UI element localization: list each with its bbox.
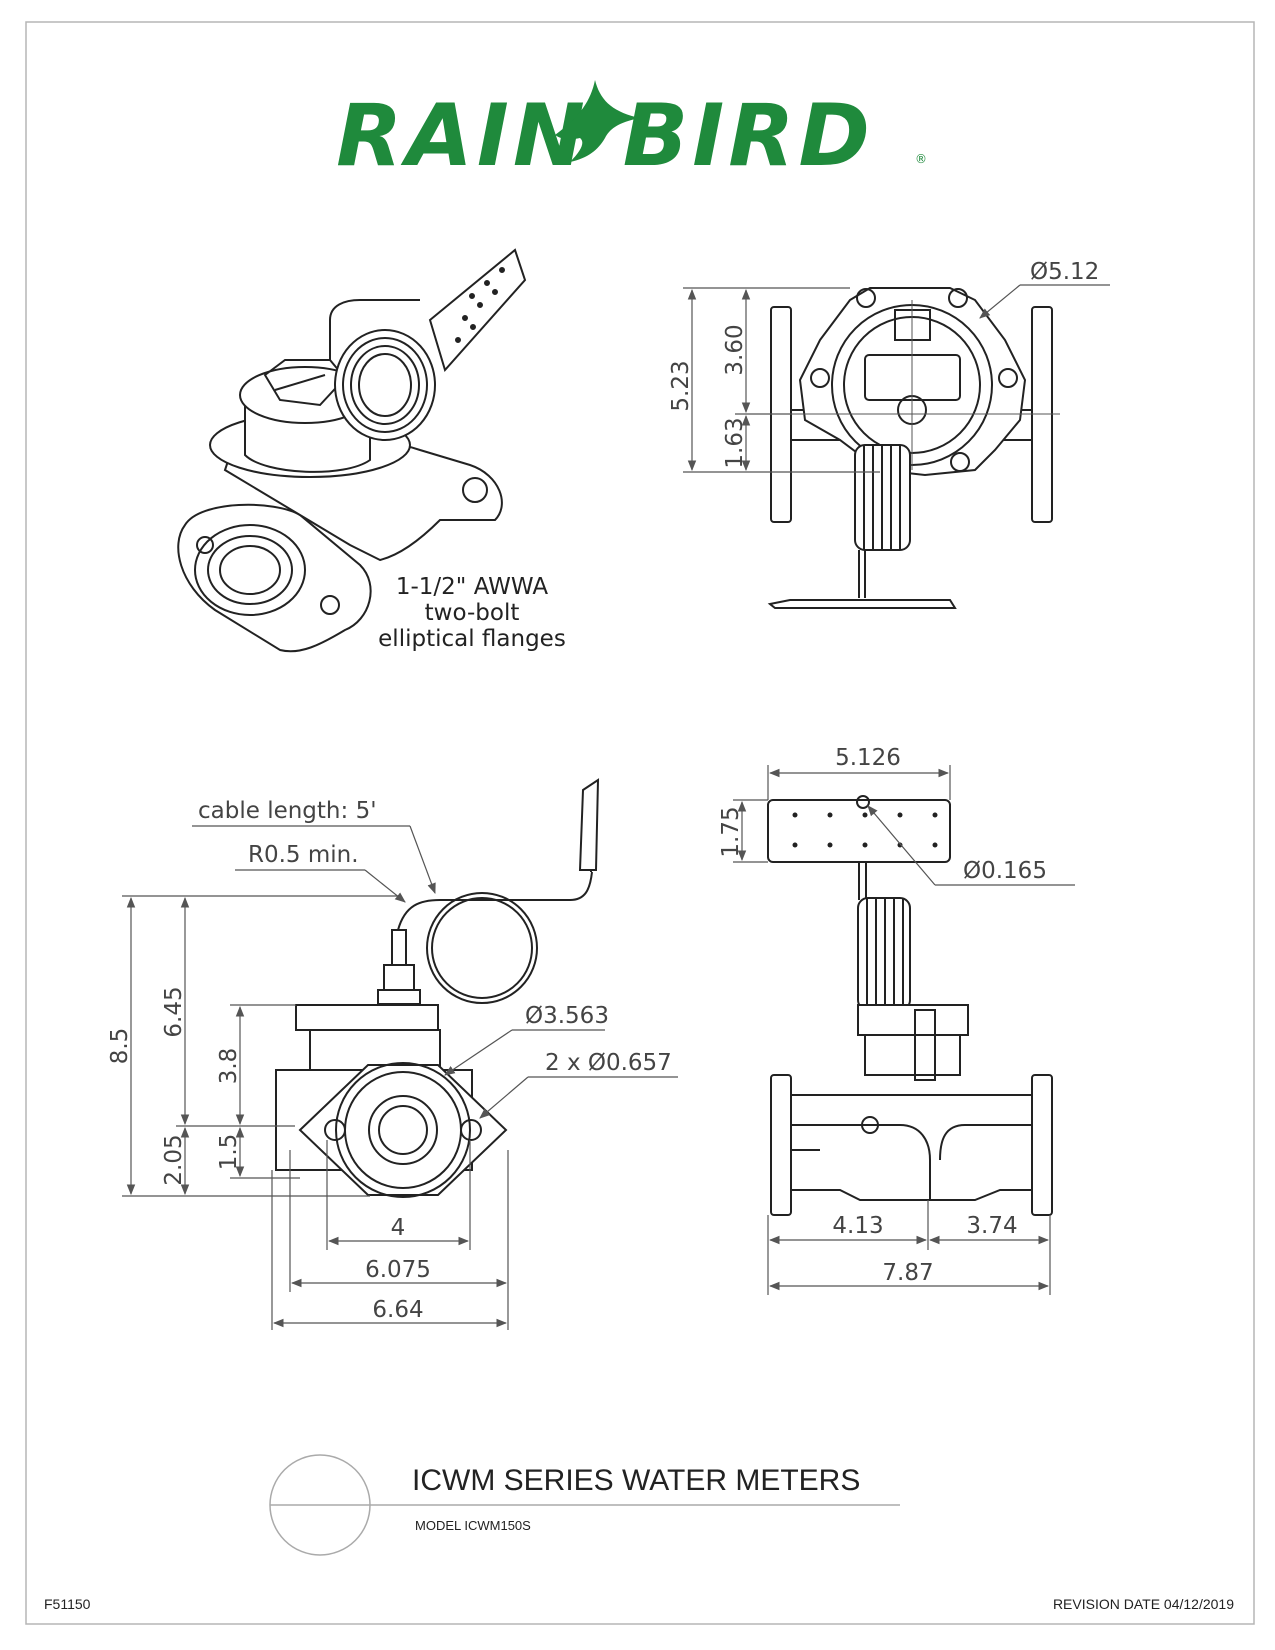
flange-note: 1-1/2" AWWA two-bolt elliptical flanges	[378, 574, 566, 652]
title-block: ICWM SERIES WATER METERS MODEL ICWM150S …	[44, 1454, 1234, 1612]
dim-5-126: 5.126	[835, 745, 901, 771]
flange-note-line-3: elliptical flanges	[378, 626, 566, 652]
bird-icon	[555, 80, 640, 162]
bend-radius-label: R0.5 min.	[248, 842, 359, 868]
side-view-bottom-right	[767, 795, 1053, 1216]
dim-diameter-3-563: Ø3.563	[525, 1003, 609, 1029]
dim-7-87: 7.87	[882, 1260, 933, 1286]
front-view-labels: cable length: 5' R0.5 min. 8.5 6.45 3.8 …	[107, 798, 672, 1323]
flange-note-line-2: two-bolt	[425, 600, 520, 626]
end-view-top-right	[760, 287, 1060, 609]
dim-1-63: 1.63	[722, 417, 748, 468]
isometric-meter-view	[177, 248, 527, 653]
dim-1-5: 1.5	[216, 1134, 242, 1171]
dim-6-45: 6.45	[161, 986, 187, 1037]
rain-bird-logo: RAIN BIRD ®	[336, 80, 927, 186]
dim-5-23: 5.23	[668, 360, 694, 411]
dim-6-64: 6.64	[372, 1297, 423, 1323]
cable-length-label: cable length: 5'	[198, 798, 377, 824]
dim-8-5: 8.5	[107, 1028, 133, 1065]
dim-diameter-5-12: Ø5.12	[1030, 259, 1099, 285]
registered-mark: ®	[915, 152, 927, 166]
dim-1-75: 1.75	[718, 806, 744, 857]
drawing-number: F51150	[44, 1596, 91, 1612]
dim-3-60: 3.60	[722, 324, 748, 375]
side-view-dimensions	[733, 765, 1075, 1295]
revision-date: REVISION DATE 04/12/2019	[1053, 1596, 1234, 1612]
dim-4-13: 4.13	[832, 1213, 883, 1239]
flange-note-line-1: 1-1/2" AWWA	[396, 574, 549, 600]
dim-bolt-holes: 2 x Ø0.657	[545, 1050, 672, 1076]
model-number: MODEL ICWM150S	[415, 1518, 531, 1533]
dim-6-075: 6.075	[365, 1257, 431, 1283]
sheet-border	[25, 21, 1255, 1625]
dim-2-05: 2.05	[161, 1134, 187, 1185]
end-view-dimensions	[683, 284, 1110, 473]
dim-3-74: 3.74	[966, 1213, 1017, 1239]
side-view-labels: 5.126 1.75 Ø0.165 4.13 3.74 7.87	[718, 745, 1047, 1286]
dim-4: 4	[391, 1215, 406, 1241]
drawing-title: ICWM SERIES WATER METERS	[412, 1464, 860, 1497]
end-view-labels: 5.23 3.60 1.63 Ø5.12	[668, 259, 1099, 469]
dim-3-8: 3.8	[216, 1048, 242, 1085]
front-view-bottom-left	[275, 778, 600, 1198]
dim-diameter-0-165: Ø0.165	[963, 858, 1047, 884]
front-view-dimensions	[122, 825, 678, 1330]
